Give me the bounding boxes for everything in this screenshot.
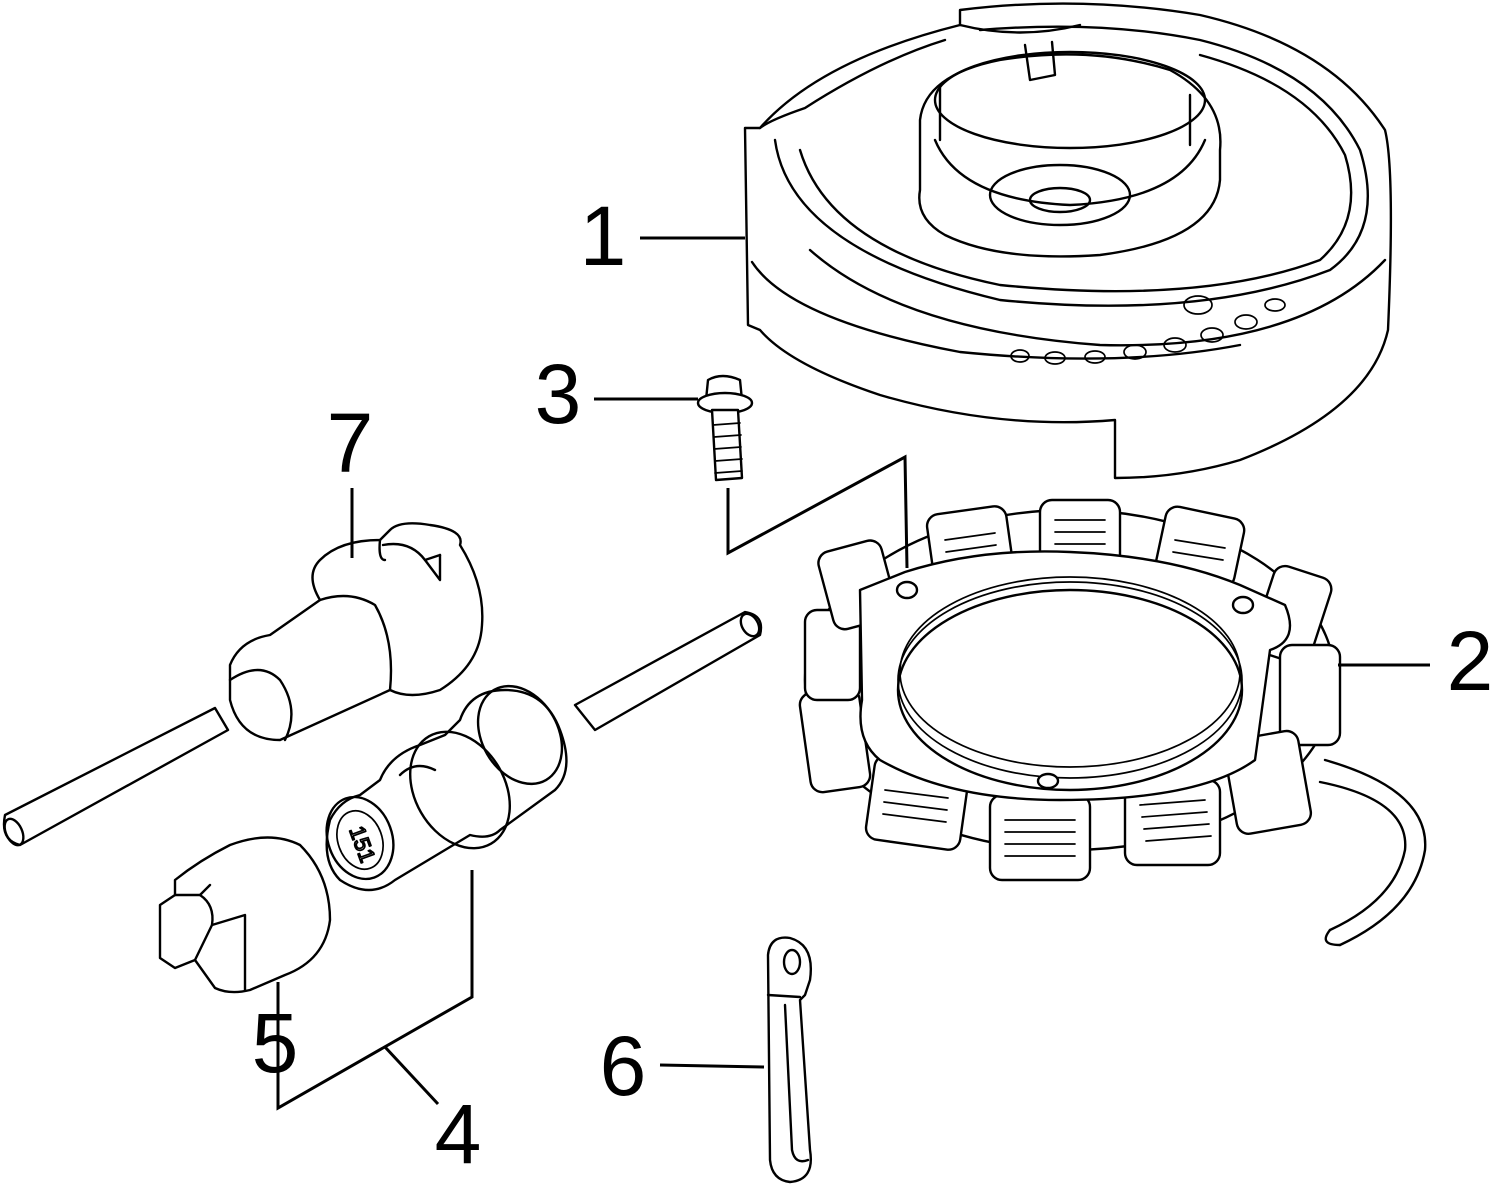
stator — [798, 498, 1427, 947]
callout-6: 6 — [600, 1019, 647, 1113]
connector-plug — [158, 836, 332, 994]
leader-6 — [659, 1063, 765, 1069]
leader-3-bracket — [726, 454, 909, 569]
connector-with-cable — [2, 522, 484, 847]
callout-labels: 1 2 3 7 5 4 6 — [252, 189, 1494, 1181]
mounting-bolt — [696, 374, 754, 482]
callout-3: 3 — [535, 347, 582, 441]
flywheel — [743, 2, 1393, 480]
callout-2: 2 — [1447, 614, 1494, 708]
callout-5: 5 — [252, 996, 299, 1090]
callout-1: 1 — [580, 189, 627, 283]
leader-4 — [276, 870, 474, 1111]
callout-4: 4 — [435, 1087, 482, 1181]
sensor-assembly: 151 — [325, 610, 763, 892]
flywheel-hole-row — [1010, 295, 1286, 365]
callout-7: 7 — [327, 396, 374, 490]
retaining-clip — [766, 936, 812, 1184]
leader-4-diag — [383, 1045, 440, 1106]
leader-lines — [276, 236, 1430, 1111]
